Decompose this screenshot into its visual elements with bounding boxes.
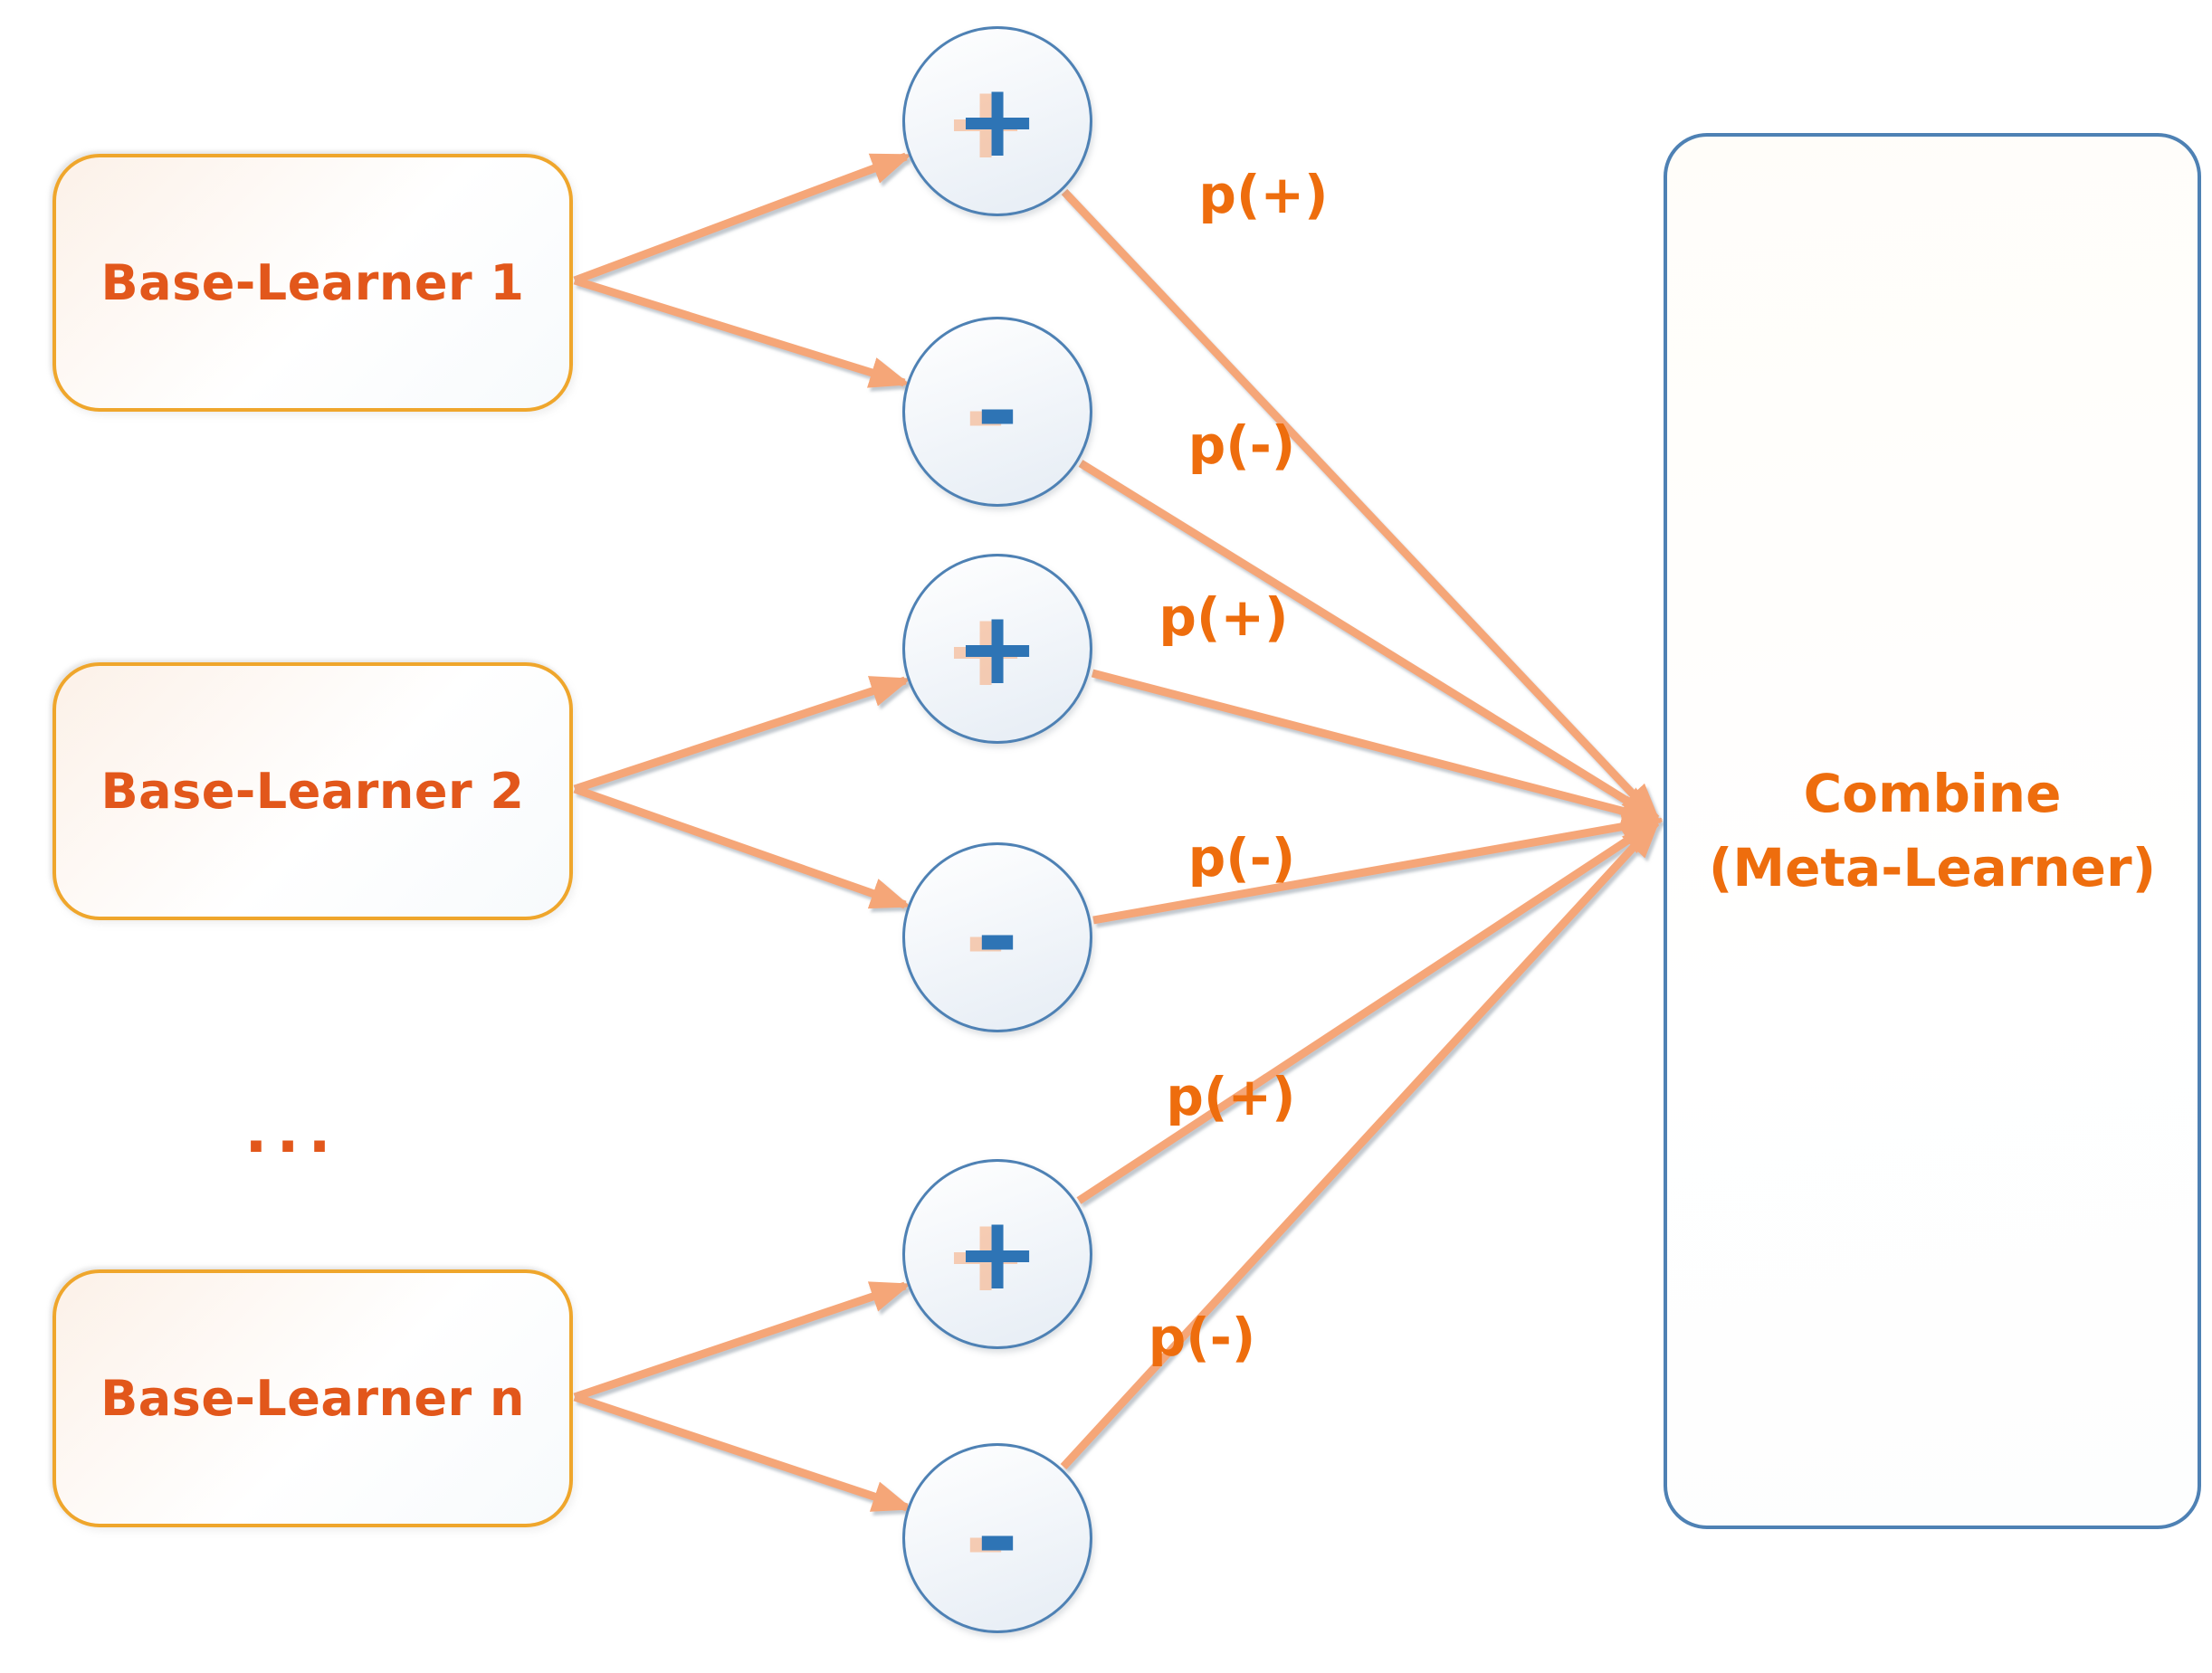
combiner-box: Combine (Meta-Learner): [1664, 133, 2201, 1529]
ellipsis-label: ...: [244, 1097, 340, 1166]
base-learner-1-box: Base-Learner 1: [52, 154, 573, 412]
arrow-plus2-to-combiner: [1091, 669, 1664, 827]
edge-label-p-minus-3: p(-): [1148, 1307, 1256, 1368]
base-learner-n-label: Base-Learner n: [100, 1370, 525, 1427]
minus-sign: -: [976, 879, 1019, 996]
arrow-bln-to-plus3: [573, 1281, 912, 1402]
arrow-bl2-to-plus2: [573, 676, 912, 794]
minus-sign: -: [976, 353, 1019, 471]
arrow-plus1-to-combiner: [1061, 188, 1662, 824]
arrow-bl2-to-minus2: [573, 784, 912, 909]
plus-sign: +: [955, 1195, 1040, 1313]
base-learner-1-label: Base-Learner 1: [100, 254, 525, 311]
minus-node-3: -: [902, 1443, 1092, 1633]
arrow-bl1-to-plus1: [573, 152, 913, 285]
arrow-minus2-to-combiner: [1092, 811, 1664, 925]
plus-node-3: +: [902, 1159, 1092, 1349]
combiner-label-line1: Combine: [1803, 763, 2062, 825]
arrow-bln-to-minus3: [573, 1393, 914, 1512]
arrow-plus3-to-combiner: [1076, 817, 1663, 1204]
combiner-label-line2: (Meta-Learner): [1708, 836, 2157, 898]
minus-sign: -: [976, 1479, 1019, 1597]
edge-label-p-plus-3: p(+): [1166, 1066, 1296, 1127]
edge-label-p-minus-1: p(-): [1187, 414, 1296, 476]
edge-label-p-minus-2: p(-): [1187, 827, 1296, 889]
base-learner-2-box: Base-Learner 2: [52, 662, 573, 920]
plus-node-2: +: [902, 554, 1092, 744]
arrow-minus3-to-combiner: [1060, 817, 1662, 1470]
arrow-minus1-to-combiner: [1078, 460, 1663, 822]
plus-node-1: +: [902, 26, 1092, 216]
minus-node-1: -: [902, 317, 1092, 507]
arrow-bl1-to-minus1: [573, 276, 911, 388]
base-learner-2-label: Base-Learner 2: [100, 763, 525, 820]
edge-label-p-plus-2: p(+): [1158, 586, 1289, 648]
plus-sign: +: [955, 590, 1040, 708]
minus-node-2: -: [902, 842, 1092, 1032]
plus-sign: +: [955, 62, 1040, 180]
base-learner-n-box: Base-Learner n: [52, 1269, 573, 1527]
edge-label-p-plus-1: p(+): [1198, 164, 1329, 225]
